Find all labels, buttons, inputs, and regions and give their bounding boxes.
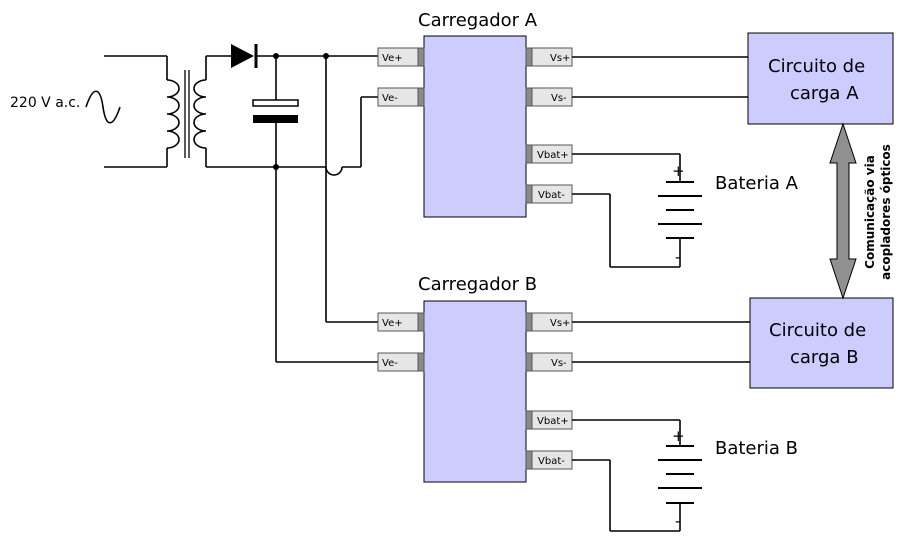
battery-b-minus: - [675, 512, 680, 530]
optical-coupler-line1: Comunicação via [863, 155, 877, 269]
charger-b-title: Carregador B [418, 274, 537, 295]
charger-a-pin-vs-pos: Vs+ [525, 47, 573, 67]
charger-a-pin-vs-neg: Vs- [525, 87, 573, 107]
battery-b-icon [658, 445, 702, 504]
load-circuit-b-line2: carga B [790, 347, 859, 368]
charger-b-output-wires [572, 321, 750, 532]
charger-a-pin-ve-pos: Ve+ [377, 47, 425, 67]
svg-text:Vbat-: Vbat- [538, 456, 565, 467]
svg-text:Vbat-: Vbat- [538, 190, 565, 201]
charger-a-pin-vbat-neg: Vbat- [525, 184, 573, 204]
junction-dots [273, 53, 329, 170]
battery-a-minus: - [675, 248, 680, 266]
diode-icon [231, 44, 258, 68]
charger-a: Carregador A Ve+ Ve- Vs+ Vs- Vbat+ [377, 10, 894, 268]
charger-b-pin-vs-pos: Vs+ [525, 312, 573, 332]
ac-source-label: 220 V a.c. [10, 95, 80, 111]
svg-text:Ve-: Ve- [382, 358, 398, 369]
charger-a-output-wires [572, 56, 748, 268]
transformer-icon [104, 55, 207, 168]
svg-text:Vs+: Vs+ [550, 53, 570, 64]
charger-b-pin-vs-neg: Vs- [525, 352, 573, 372]
load-circuit-a-block [747, 32, 894, 125]
battery-a-icon [658, 181, 702, 239]
svg-text:Vs-: Vs- [551, 358, 567, 369]
charger-a-block [423, 35, 527, 218]
optical-coupler-line2: acopladores ópticos [879, 144, 893, 280]
load-circuit-a-line2: carga A [790, 83, 859, 104]
battery-b-plus: + [672, 427, 685, 445]
charger-a-pin-ve-neg: Ve- [377, 87, 425, 107]
ac-source-sine-icon [85, 90, 121, 124]
svg-text:Vbat+: Vbat+ [537, 416, 569, 427]
battery-a-label: Bateria A [715, 173, 799, 194]
charger-b-pin-vbat-pos: Vbat+ [525, 410, 573, 430]
svg-text:Vbat+: Vbat+ [537, 150, 569, 161]
svg-text:Ve+: Ve+ [382, 318, 403, 329]
battery-a-plus: + [672, 162, 685, 180]
charger-b-pin-vbat-neg: Vbat- [525, 450, 573, 470]
charger-a-title: Carregador A [418, 10, 538, 31]
load-circuit-b-line1: Circuito de [769, 320, 866, 341]
charger-b-block [423, 300, 527, 483]
charger-b: Carregador B Ve+ Ve- Vs+ Vs- Vbat+ [377, 274, 894, 532]
svg-text:Ve-: Ve- [382, 93, 398, 104]
rectifier-wiring [206, 55, 378, 363]
svg-text:Vs-: Vs- [551, 93, 567, 104]
capacitor-icon [252, 99, 299, 123]
battery-b-label: Bateria B [715, 438, 798, 459]
charger-b-pin-ve-pos: Ve+ [377, 312, 425, 332]
optical-coupler-label: Comunicação via acopladores ópticos [863, 144, 893, 280]
svg-text:Ve+: Ve+ [382, 53, 403, 64]
double-arrow-icon [829, 122, 857, 300]
load-circuit-a-line1: Circuito de [768, 56, 865, 77]
svg-text:Vs+: Vs+ [550, 318, 570, 329]
charger-b-pin-ve-neg: Ve- [377, 352, 425, 372]
load-circuit-b-block [749, 297, 894, 389]
charger-a-pin-vbat-pos: Vbat+ [525, 144, 573, 164]
